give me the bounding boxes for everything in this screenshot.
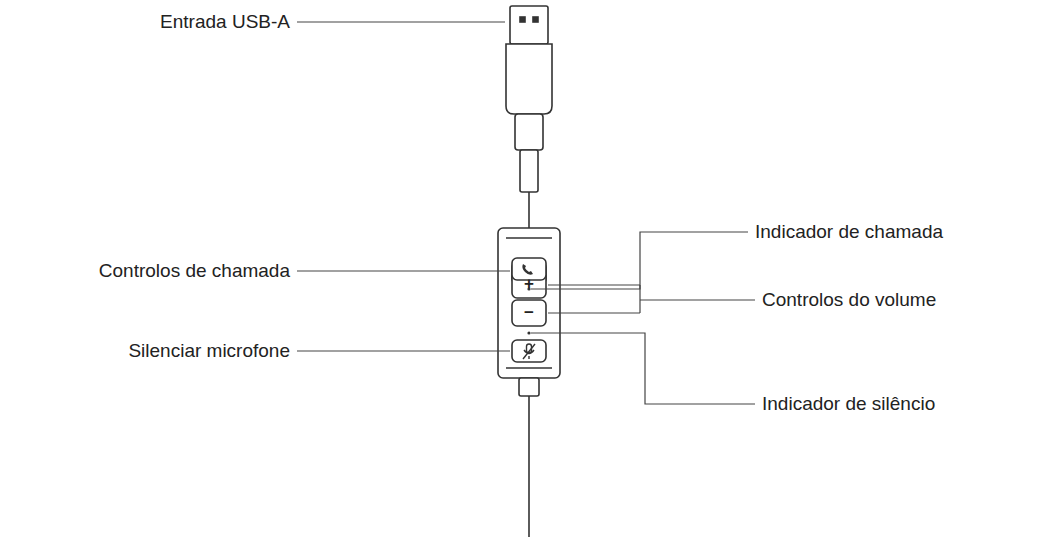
- part-label: Controlos de chamada: [99, 260, 290, 282]
- phone-icon: [522, 264, 533, 275]
- leader-lines: [297, 22, 755, 404]
- part-label: Controlos do volume: [762, 289, 936, 311]
- part-label: Entrada USB-A: [160, 11, 290, 33]
- part-label: Indicador de chamada: [755, 221, 943, 243]
- button-symbol: +: [524, 275, 534, 293]
- part-label: Indicador de silêncio: [762, 393, 935, 415]
- mic-mute-icon: [523, 344, 535, 359]
- button-symbol: −: [524, 304, 534, 322]
- part-label: Silenciar microfone: [128, 340, 290, 362]
